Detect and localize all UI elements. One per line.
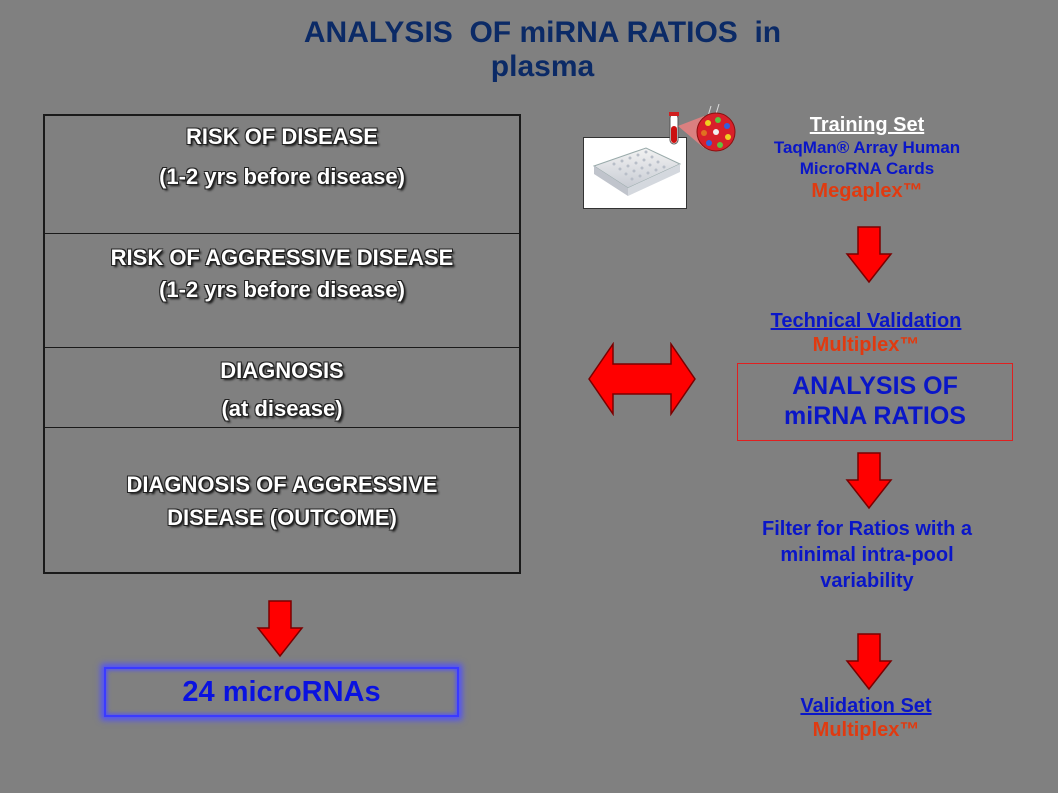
row-2-line-1: RISK OF AGGRESSIVE DISEASE	[110, 245, 454, 270]
table-row-aggressive-diagnosis: DIAGNOSIS OF AGGRESSIVE DISEASE (OUTCOME…	[45, 428, 519, 572]
training-set-block: Training Set TaqMan® Array Human MicroRN…	[738, 113, 996, 203]
page-title: ANALYSIS OF miRNA RATIOS in plasma	[0, 16, 1058, 84]
double-arrow-icon	[588, 342, 696, 416]
filter-line-3: variability	[820, 570, 914, 592]
technical-validation-block: Technical Validation Multiplex™	[737, 309, 995, 357]
technical-validation-heading: Technical Validation	[770, 310, 962, 332]
down-arrow-icon	[256, 600, 304, 658]
title-line-1: ANALYSIS OF miRNA RATIOS in	[303, 16, 782, 49]
table-row-risk: RISK OF DISEASE (1-2 yrs before disease)	[45, 116, 519, 234]
validation-set-block: Validation Set Multiplex™	[737, 694, 995, 742]
ratio-box-line-1: ANALYSIS OF	[792, 372, 958, 400]
down-arrow-icon	[845, 452, 893, 510]
training-set-heading: Training Set	[809, 114, 925, 136]
filter-line-2: minimal intra-pool	[780, 544, 954, 566]
row-1-line-2: (1-2 yrs before disease)	[159, 164, 405, 189]
plate-icon	[592, 147, 682, 196]
microrna-card-image	[583, 137, 687, 209]
row-3-line-2: (at disease)	[221, 396, 343, 421]
ratio-analysis-box: ANALYSIS OF miRNA RATIOS	[737, 363, 1013, 441]
validation-set-brand: Multiplex™	[812, 719, 920, 741]
technical-validation-brand: Multiplex™	[812, 334, 920, 356]
result-box: 24 microRNAs	[104, 667, 459, 717]
training-set-line-1: TaqMan® Array Human	[773, 138, 961, 157]
training-set-brand: Megaplex™	[811, 180, 923, 202]
row-1-line-1: RISK OF DISEASE	[186, 124, 378, 149]
down-arrow-icon	[845, 226, 893, 284]
outcome-table: RISK OF DISEASE (1-2 yrs before disease)…	[43, 114, 521, 574]
ratio-box-line-2: miRNA RATIOS	[784, 402, 966, 430]
row-4-line-1: DIAGNOSIS OF AGGRESSIVE	[126, 472, 438, 497]
filter-line-1: Filter for Ratios with a	[761, 518, 973, 540]
title-line-2: plasma	[490, 50, 595, 83]
training-set-line-2: MicroRNA Cards	[799, 159, 935, 178]
row-3-line-1: DIAGNOSIS	[220, 358, 344, 383]
validation-set-heading: Validation Set	[800, 695, 932, 717]
filter-block: Filter for Ratios with a minimal intra-p…	[722, 516, 1012, 594]
down-arrow-icon	[845, 633, 893, 691]
row-2-line-2: (1-2 yrs before disease)	[159, 277, 405, 302]
row-4-line-2: DISEASE (OUTCOME)	[167, 505, 397, 530]
sample-wheel-icon	[669, 104, 736, 152]
table-row-aggressive-risk: RISK OF AGGRESSIVE DISEASE (1-2 yrs befo…	[45, 234, 519, 348]
table-row-diagnosis: DIAGNOSIS (at disease)	[45, 348, 519, 428]
